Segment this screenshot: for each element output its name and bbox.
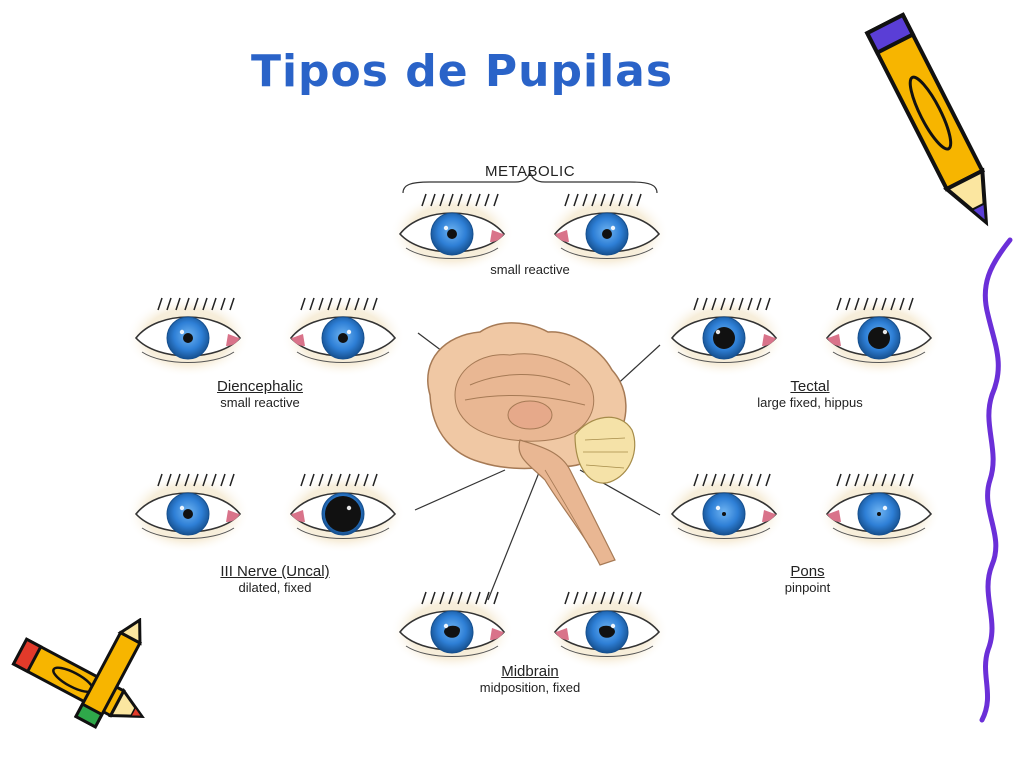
diencephalic-label: Diencephalic small reactive (180, 378, 340, 410)
eye-pair-third-nerve (128, 468, 408, 560)
pointer-lines (414, 332, 661, 601)
pons-name: Pons (790, 563, 825, 580)
metabolic-description: small reactive (490, 262, 570, 277)
eye-pair-tectal (664, 292, 944, 384)
tectal-label: Tectal large fixed, hippus (725, 378, 895, 410)
pencil-icon (11, 618, 145, 729)
pons-description: pinpoint (784, 580, 831, 595)
tectal-name: Tectal (790, 378, 830, 395)
metabolic-label: small reactive (440, 262, 620, 277)
third-nerve-description: dilated, fixed (238, 580, 312, 595)
squiggle-line (979, 237, 1013, 723)
diencephalic-description: small reactive (220, 395, 300, 410)
third-nerve-name: III Nerve (Uncal) (220, 563, 330, 580)
brain-illustration (427, 322, 636, 566)
eye-pair-diencephalic (128, 292, 408, 384)
eye-pair-midbrain (392, 586, 672, 678)
metabolic-header: METABOLIC (484, 163, 576, 180)
midbrain-name: Midbrain (501, 663, 559, 680)
eye-pair-pons (664, 468, 944, 560)
diencephalic-name: Diencephalic (217, 378, 303, 395)
pons-label: Pons pinpoint (755, 563, 860, 595)
page-title: Tipos de Pupilas (250, 46, 674, 97)
midbrain-label: Midbrain midposition, fixed (450, 663, 610, 695)
pencil-icon (864, 12, 989, 227)
eye-pair-metabolic (392, 188, 672, 280)
metabolic-bracket (402, 170, 658, 194)
third-nerve-label: III Nerve (Uncal) dilated, fixed (185, 563, 365, 595)
tectal-description: large fixed, hippus (757, 395, 863, 410)
midbrain-description: midposition, fixed (479, 680, 581, 695)
